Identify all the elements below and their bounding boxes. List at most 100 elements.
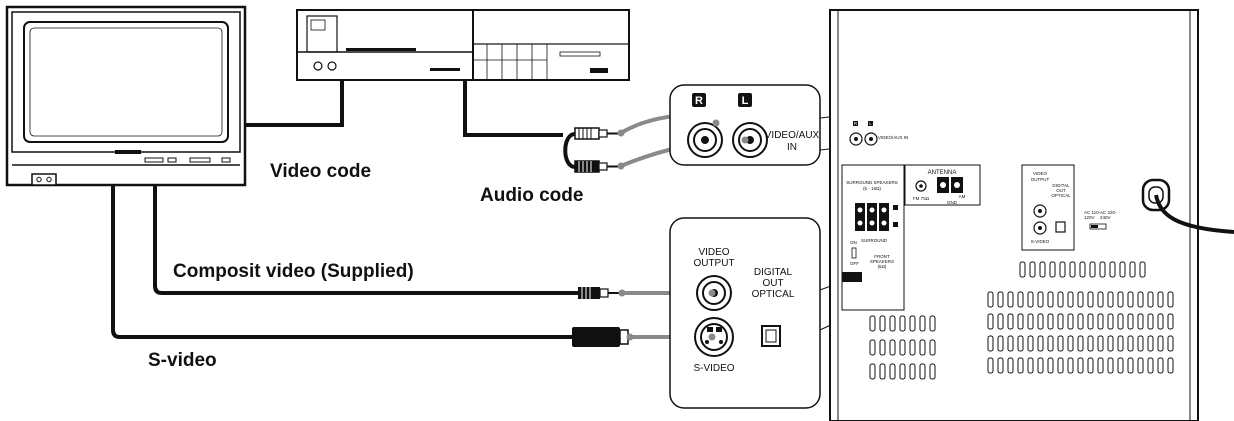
vent-slot bbox=[1097, 313, 1104, 330]
vent-slot bbox=[1117, 335, 1124, 352]
vent-slot bbox=[1087, 313, 1094, 330]
vent-slot bbox=[869, 339, 876, 356]
vent-slot bbox=[997, 335, 1004, 352]
vent-slot bbox=[899, 363, 906, 380]
vent-slot bbox=[1147, 335, 1154, 352]
vent-slot bbox=[1127, 357, 1134, 374]
vent-slot bbox=[1109, 261, 1116, 278]
vent-slot bbox=[1087, 357, 1094, 374]
front-speakers-label-line3: (6Ω) bbox=[878, 264, 887, 269]
rear-r-badge: R bbox=[854, 121, 858, 126]
vent-slot bbox=[1037, 291, 1044, 308]
vent-slot bbox=[919, 363, 926, 380]
vent-slot bbox=[1047, 313, 1054, 330]
video-deck bbox=[296, 9, 630, 81]
vent-slot bbox=[1017, 357, 1024, 374]
vent-slot bbox=[929, 363, 936, 380]
vent-slot bbox=[1057, 357, 1064, 374]
vent-slot bbox=[1007, 313, 1014, 330]
vent-slot bbox=[1137, 313, 1144, 330]
vent-slot bbox=[1037, 335, 1044, 352]
vent-slot bbox=[879, 339, 886, 356]
vent-slot bbox=[1107, 313, 1114, 330]
vent-slot bbox=[1157, 291, 1164, 308]
vent-slot bbox=[1167, 291, 1174, 308]
front-speakers-label-line2: SPEAKERS bbox=[870, 259, 894, 264]
vent-grid-top bbox=[1019, 261, 1146, 278]
vent-slot bbox=[997, 313, 1004, 330]
vent-slot bbox=[1067, 291, 1074, 308]
vent-slot bbox=[1067, 357, 1074, 374]
vent-slot bbox=[1097, 357, 1104, 374]
vent-slot bbox=[1077, 335, 1084, 352]
vent-slot bbox=[889, 339, 896, 356]
vent-slot bbox=[1167, 313, 1174, 330]
vent-slot bbox=[1067, 335, 1074, 352]
vent-slot bbox=[1057, 291, 1064, 308]
vent-slot bbox=[1087, 291, 1094, 308]
vent-slot bbox=[1027, 357, 1034, 374]
vent-slot bbox=[997, 291, 1004, 308]
vent-slot bbox=[1057, 313, 1064, 330]
vent-slot bbox=[1029, 261, 1036, 278]
vent-slot bbox=[1127, 335, 1134, 352]
vent-slot bbox=[1157, 313, 1164, 330]
vent-slot bbox=[929, 339, 936, 356]
off-label: OFF bbox=[850, 261, 859, 266]
s-video-cable-label: S-video bbox=[148, 350, 217, 371]
vent-slot bbox=[1167, 335, 1174, 352]
vent-slot bbox=[1007, 335, 1014, 352]
rear-digital-line1: DIGITAL bbox=[1052, 183, 1070, 188]
vent-slot bbox=[909, 339, 916, 356]
vent-slot bbox=[1077, 291, 1084, 308]
vent-slot bbox=[919, 339, 926, 356]
vent-slot bbox=[1069, 261, 1076, 278]
vent-slot bbox=[1077, 357, 1084, 374]
aux-jack-label-line2: IN bbox=[787, 142, 797, 153]
vent-slot bbox=[1137, 291, 1144, 308]
vent-slot bbox=[1087, 335, 1094, 352]
vent-slot bbox=[1077, 313, 1084, 330]
left-channel-badge: L bbox=[742, 95, 749, 107]
vent-slot bbox=[1007, 291, 1014, 308]
rear-video-output-line2: OUTPUT bbox=[1031, 177, 1050, 182]
digital-label-line3: OPTICAL bbox=[752, 289, 795, 300]
right-channel-badge: R bbox=[695, 95, 703, 107]
front-speakers-label-line1: FRONT bbox=[874, 254, 890, 259]
composite-rca-plug bbox=[578, 287, 620, 299]
ac-220-line2: 240V bbox=[1100, 215, 1111, 220]
vent-slot bbox=[987, 313, 994, 330]
vent-slot bbox=[879, 363, 886, 380]
vent-slot bbox=[899, 315, 906, 332]
antenna-label: ANTENNA bbox=[928, 170, 957, 176]
vent-slot bbox=[1147, 291, 1154, 308]
vent-slot bbox=[1099, 261, 1106, 278]
composite-video-label: Composit video (Supplied) bbox=[173, 261, 414, 282]
vent-slot bbox=[889, 315, 896, 332]
vent-slot bbox=[1137, 357, 1144, 374]
vent-slot bbox=[919, 315, 926, 332]
aux-in-inset: R L VIDEO/AUX IN bbox=[669, 84, 821, 166]
rear-s-video-label: S-VIDEO bbox=[1031, 239, 1050, 244]
s-video-cable bbox=[111, 185, 578, 339]
surround-label: SURROUND bbox=[861, 238, 888, 243]
vent-slot bbox=[909, 315, 916, 332]
vent-slot bbox=[1129, 261, 1136, 278]
vent-slot bbox=[1097, 291, 1104, 308]
vent-slot bbox=[1047, 291, 1054, 308]
vent-slot bbox=[1057, 335, 1064, 352]
vent-slot bbox=[1107, 335, 1114, 352]
s-video-label: S-VIDEO bbox=[693, 363, 734, 374]
audio-cable-main bbox=[463, 80, 563, 137]
vent-slot bbox=[1117, 291, 1124, 308]
vent-slot bbox=[987, 357, 994, 374]
vent-slot bbox=[1047, 357, 1054, 374]
vent-slot bbox=[1107, 291, 1114, 308]
vent-slot bbox=[987, 335, 994, 352]
ac-110-line1: AC 110- bbox=[1084, 210, 1101, 215]
video-output-label-line2: OUTPUT bbox=[693, 258, 734, 269]
audio-cable-split bbox=[563, 132, 576, 169]
vent-slot bbox=[1089, 261, 1096, 278]
main-unit-rear-panel: R L VIDEO/AUX IN ANTENNA FM 75Ω AM GND S… bbox=[829, 9, 1234, 421]
composite-video-cable bbox=[153, 185, 578, 295]
